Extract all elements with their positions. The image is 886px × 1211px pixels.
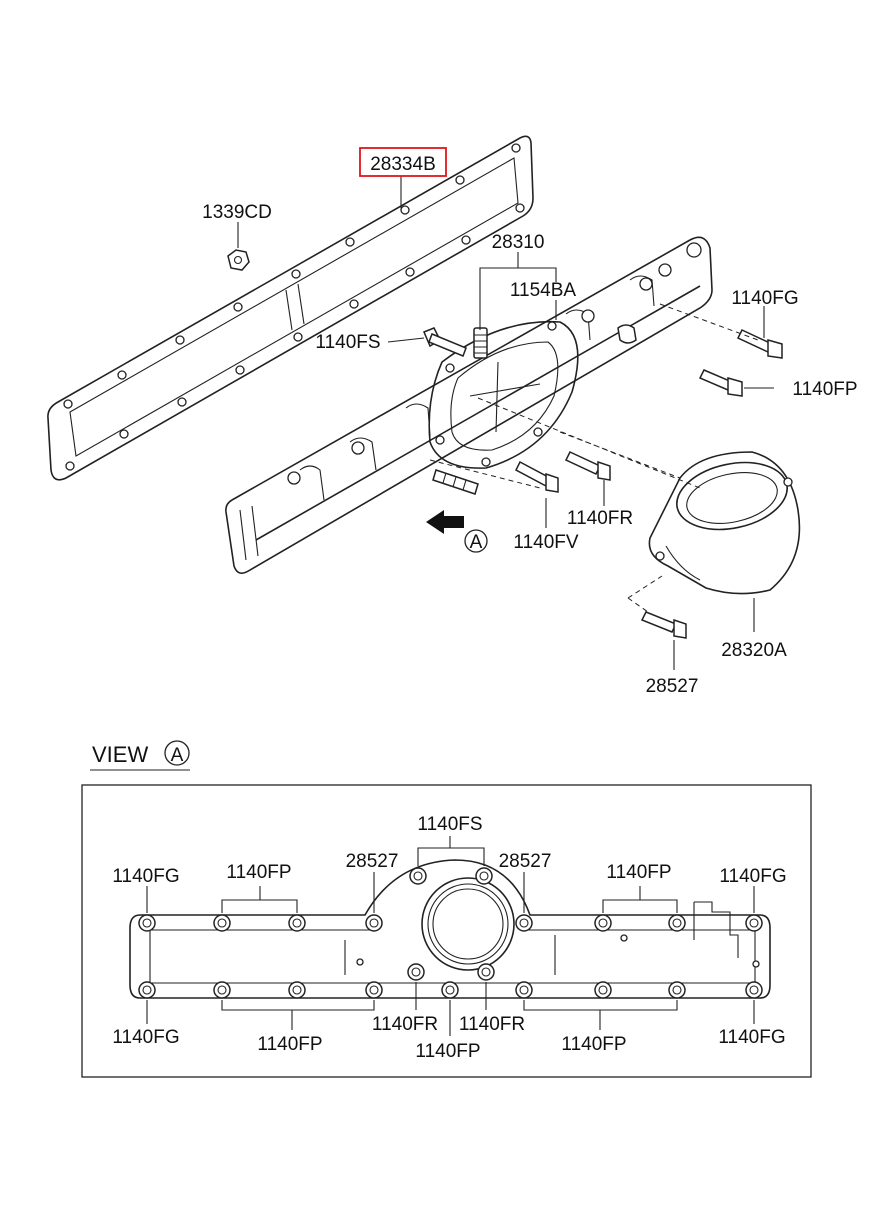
label-28334b: 28334B bbox=[370, 154, 436, 175]
view-a-marker: A bbox=[171, 745, 184, 766]
view-a-marker-circle bbox=[164, 740, 190, 766]
view-a-label-1140fr-br: 1140FR bbox=[459, 1014, 525, 1035]
label-28310: 28310 bbox=[492, 232, 545, 253]
view-a-label-1140fp-bl: 1140FP bbox=[257, 1034, 322, 1055]
view-a-label-1140fp-br: 1140FP bbox=[561, 1034, 626, 1055]
label-1140fv: 1140FV bbox=[513, 532, 578, 553]
view-a-section: VIEW A bbox=[81, 740, 812, 1078]
view-a-label-1140fg-tl: 1140FG bbox=[112, 866, 179, 887]
bolt-28527 bbox=[640, 611, 687, 639]
bolt-1140fr bbox=[564, 451, 611, 481]
bolt-1140fv bbox=[515, 460, 559, 493]
label-1140fs: 1140FS bbox=[315, 332, 380, 353]
view-a-arrow: A bbox=[426, 510, 488, 553]
bolt-1140fp bbox=[698, 369, 743, 397]
view-a-label-1140fp-tr: 1140FP bbox=[606, 862, 671, 883]
label-1140fr: 1140FR bbox=[567, 508, 633, 529]
view-a-bolts bbox=[138, 867, 763, 999]
view-a-label-1140fg-tr: 1140FG bbox=[719, 866, 786, 887]
stud-1154ba bbox=[473, 327, 488, 359]
view-a-label-1140fg-bl: 1140FG bbox=[112, 1027, 179, 1048]
elbow-28320a bbox=[648, 451, 801, 595]
view-a-label-1140fp-bc: 1140FP bbox=[415, 1041, 480, 1062]
view-a-title: VIEW bbox=[92, 742, 148, 767]
view-a-label-1140fr-bl: 1140FR bbox=[372, 1014, 438, 1035]
view-a-label-28527-l: 28527 bbox=[346, 851, 399, 872]
view-a-label-28527-r: 28527 bbox=[499, 851, 552, 872]
label-1140fg: 1140FG bbox=[731, 288, 798, 309]
view-a-label-1140fs: 1140FS bbox=[417, 814, 482, 835]
label-1154ba: 1154BA bbox=[510, 280, 577, 301]
label-28320a: 28320A bbox=[721, 640, 787, 661]
view-a-label-1140fp-tl: 1140FP bbox=[226, 862, 291, 883]
stud-lower bbox=[432, 469, 479, 495]
exploded-view: A 28334B 1339CD 28310 1154BA 1140FS 1140… bbox=[47, 135, 858, 697]
label-1339cd: 1339CD bbox=[202, 202, 272, 223]
bolt-1140fg bbox=[736, 329, 783, 359]
nut-1339cd bbox=[227, 249, 250, 271]
view-a-arrow-label: A bbox=[470, 532, 483, 553]
view-a-label-1140fg-br: 1140FG bbox=[718, 1027, 785, 1048]
view-a-frame bbox=[81, 784, 812, 1078]
label-1140fp: 1140FP bbox=[792, 379, 857, 400]
manifold-28310 bbox=[225, 236, 713, 574]
gasket-28334b bbox=[47, 135, 534, 481]
label-28527: 28527 bbox=[646, 676, 699, 697]
highlight-box bbox=[359, 147, 447, 177]
bolt-1140fs bbox=[423, 327, 467, 357]
